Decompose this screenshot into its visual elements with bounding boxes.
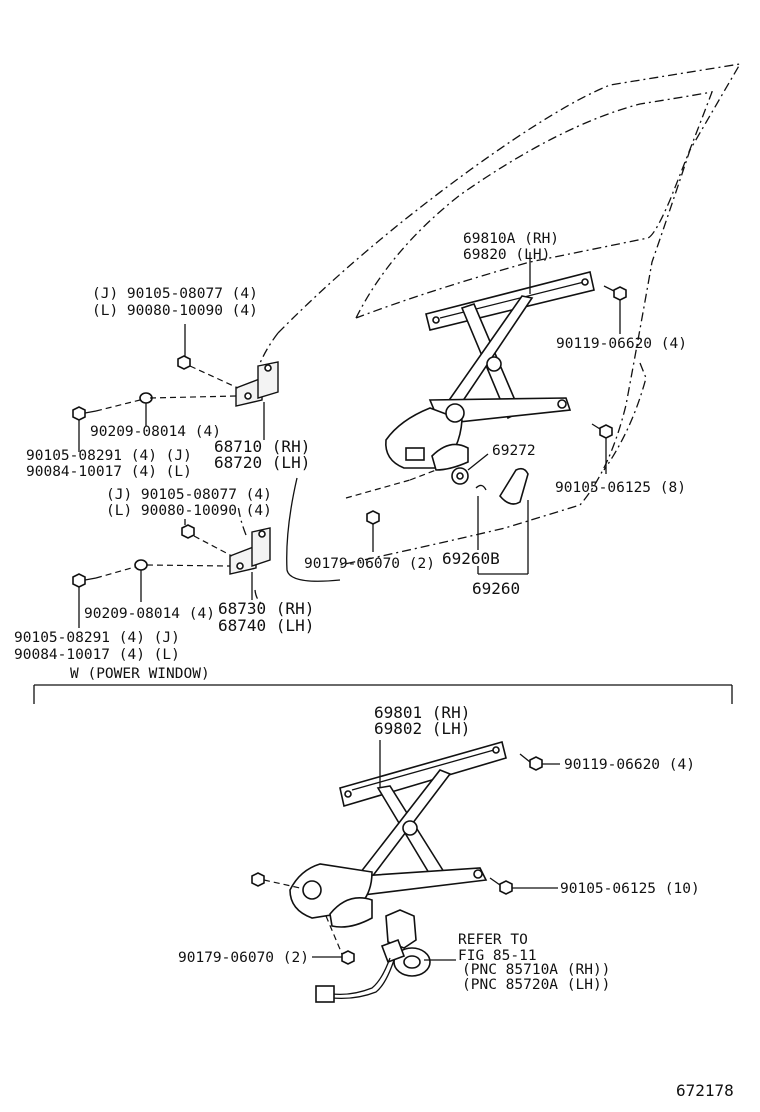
label-bolt-rail: 90119-06620 (4) (556, 336, 687, 352)
power-regulator-assembly (289, 741, 507, 928)
pivot (486, 356, 502, 372)
sector-gear (431, 443, 469, 471)
label-upper-side-bolt-l: 90084-10017 (4) (L) (26, 464, 192, 480)
rail-hole (432, 316, 440, 324)
label-screw-lower-center: 90179-06070 (2) (304, 556, 435, 572)
bolt-icon (519, 753, 543, 771)
lower-hinge (229, 527, 271, 575)
label-upper-hinge-bolt-l: (L) 90080-10090 (4) (92, 303, 258, 319)
figure-number: 672178 (676, 1081, 734, 1100)
shaft (405, 447, 425, 461)
screw-icon (341, 950, 355, 965)
window-motor (380, 909, 431, 977)
label-refer-2: FIG 85-11 (458, 948, 537, 964)
label-upper-hinge-rh: 68710 (RH) (214, 437, 310, 456)
power-sector-gear (329, 897, 373, 928)
label-lower-washer: 90209-08014 (4) (84, 606, 215, 622)
label-power-regulator-lh: 69802 (LH) (374, 719, 470, 738)
label-bolt-lower-right: 90105-06125 (8) (555, 480, 686, 496)
manual-regulator-assembly (385, 271, 595, 485)
label-power-regulator-rh: 69801 (RH) (374, 703, 470, 722)
washer-icon (134, 559, 148, 571)
pivot (557, 399, 567, 409)
bolt-icon (591, 423, 613, 439)
section-label: W (POWER WINDOW) (70, 666, 210, 682)
bolt-icon (251, 872, 265, 887)
label-upper-hinge-bolt-j: (J) 90105-08077 (4) (92, 286, 258, 302)
bolt-icon (181, 524, 195, 539)
label-lower-side-bolt-j: 90105-08291 (4) (J) (14, 630, 180, 646)
label-69260: 69260 (472, 579, 520, 598)
bolt-icon (72, 573, 97, 588)
label-power-screw: 90179-06070 (2) (178, 950, 309, 966)
label-refer-1: REFER TO (458, 932, 528, 948)
label-69260b: 69260B (442, 549, 500, 568)
screw-icon (366, 510, 380, 525)
label-upper-washer: 90209-08014 (4) (90, 424, 221, 440)
leader-lines-power (263, 740, 560, 961)
label-lower-hinge-bolt-l: (L) 90080-10090 (4) (106, 503, 272, 519)
door-outline (237, 63, 742, 606)
label-refer-3: (PNC 85710A (RH)) (462, 962, 610, 978)
section-divider (33, 684, 733, 704)
label-upper-side-bolt-j: 90105-08291 (4) (J) (26, 448, 192, 464)
label-power-bolt-right: 90105-06125 (10) (560, 881, 700, 897)
label-regulator-lh: 69820 (LH) (463, 247, 550, 263)
label-lower-hinge-rh: 68730 (RH) (218, 599, 314, 618)
label-lower-hinge-bolt-j: (J) 90105-08077 (4) (106, 487, 272, 503)
bolt-icon (177, 355, 191, 370)
leader-lines (78, 252, 621, 628)
label-lower-side-bolt-l: 90084-10017 (4) (L) (14, 647, 180, 663)
label-refer-4: (PNC 85720A (LH)) (462, 977, 610, 993)
upper-hinge (235, 361, 279, 407)
bolt-icon (489, 877, 513, 895)
pivot (445, 403, 465, 423)
label-upper-hinge-lh: 68720 (LH) (214, 453, 310, 472)
label-regulator-rh: 69810A (RH) (463, 231, 559, 247)
bolt-icon (603, 285, 627, 301)
bolt-icon (72, 406, 97, 421)
label-69272: 69272 (492, 443, 536, 459)
connector-icon (315, 985, 335, 1003)
rail-hole (581, 278, 589, 286)
wire-harness (315, 957, 395, 1003)
label-power-bolt-rail: 90119-06620 (4) (564, 757, 695, 773)
label-lower-hinge-lh: 68740 (LH) (218, 616, 314, 635)
window-crank-handle (475, 467, 529, 505)
